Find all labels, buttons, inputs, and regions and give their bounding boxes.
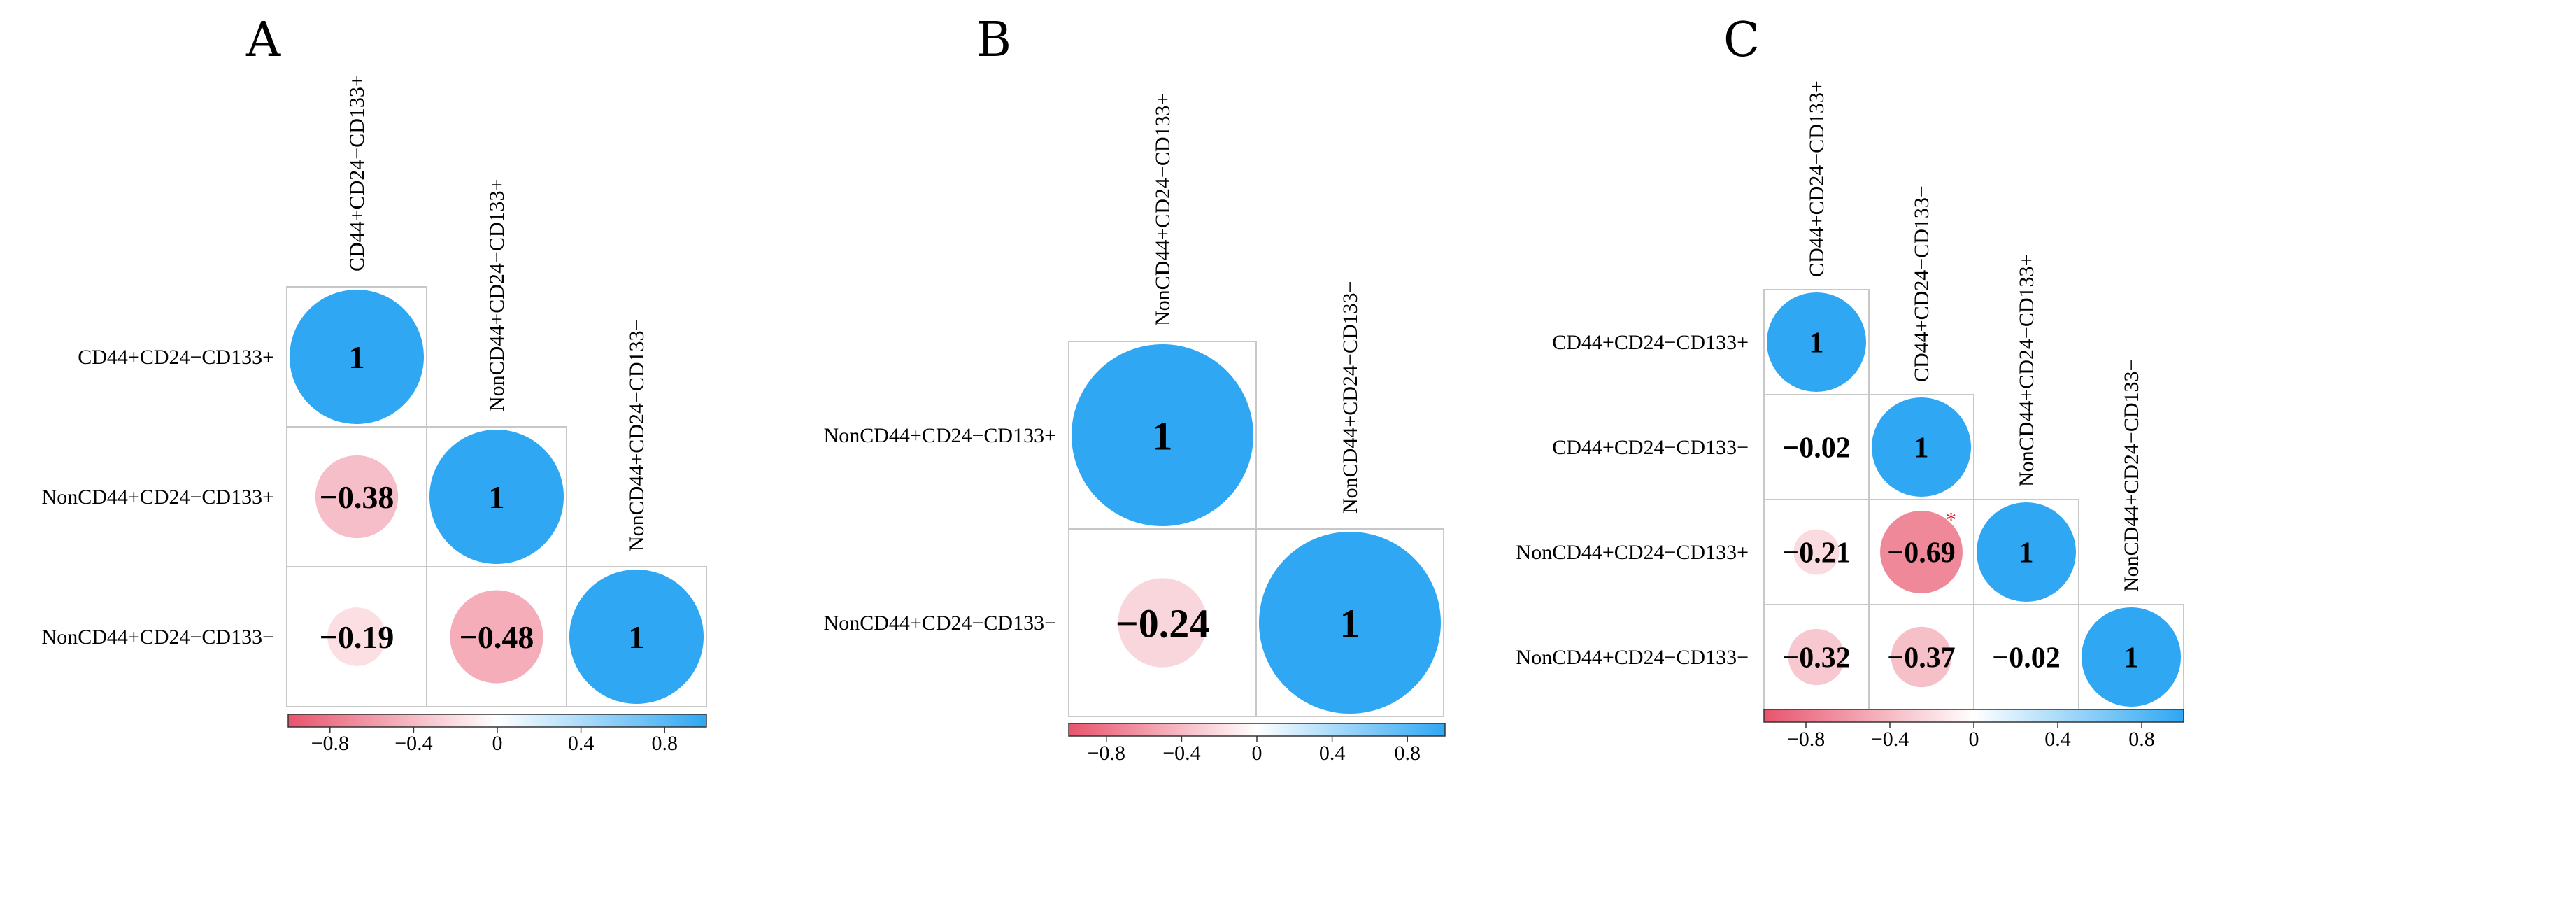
correlation-value: −0.21: [1782, 537, 1850, 570]
correlation-circle: [2082, 607, 2181, 707]
row-label: NonCD44+CD24−CD133+: [42, 486, 274, 509]
correlation-value: −0.48: [460, 619, 534, 655]
column-label: NonCD44+CD24−CD133+: [2015, 255, 2038, 487]
correlation-value: −0.24: [1116, 600, 1210, 646]
colorbar-tick-label: 0.4: [568, 732, 595, 755]
matrix-cell: [1255, 528, 1444, 717]
correlation-circle: [327, 607, 386, 666]
correlation-value: 1: [1153, 413, 1173, 458]
column-label: NonCD44+CD24−CD133−: [625, 319, 648, 551]
row-label: CD44+CD24−CD133−: [1552, 436, 1749, 459]
correlation-circle: [290, 290, 424, 424]
panel-letter: A: [245, 13, 281, 68]
matrix-cell: [566, 566, 707, 707]
colorbar-tick-label: −0.4: [1162, 742, 1200, 765]
row-label: CD44+CD24−CD133+: [78, 346, 274, 369]
colorbar-tick-label: −0.8: [1787, 728, 1825, 751]
colorbar-tick-label: −0.8: [311, 732, 349, 755]
column-label: NonCD44+CD24−CD133−: [1339, 281, 1362, 514]
colorbar-tick-label: 0: [492, 732, 503, 755]
colorbar-tick-label: 0.8: [2128, 728, 2155, 751]
colorbar-tick-label: 0.4: [2044, 728, 2071, 751]
column-label: NonCD44+CD24−CD133+: [485, 179, 508, 411]
row-label: NonCD44+CD24−CD133−: [42, 626, 274, 649]
row-label: NonCD44+CD24−CD133+: [1516, 541, 1749, 564]
colorbar-tick-label: 0: [1969, 728, 1979, 751]
row-label: NonCD44+CD24−CD133+: [824, 424, 1056, 447]
correlation-circle: [1118, 578, 1207, 668]
row-label: CD44+CD24−CD133+: [1552, 331, 1749, 354]
correlation-value: 1: [1914, 432, 1929, 465]
correlation-value: 1: [2019, 537, 2034, 570]
column-label: CD44+CD24−CD133+: [346, 75, 369, 271]
correlation-circle: [450, 590, 543, 684]
correlation-circle: [1880, 511, 1963, 593]
correlation-circle: [569, 570, 704, 704]
panel-c: CCD44+CD24−CD133+CD44+CD24−CD133+1CD44+C…: [1516, 13, 2184, 751]
correlation-value: 1: [1340, 600, 1360, 646]
colorbar-tick-label: 0.8: [651, 732, 678, 755]
correlation-circle: [315, 455, 399, 539]
colorbar: [288, 714, 706, 727]
correlation-value: −0.02: [1782, 432, 1850, 465]
colorbar-tick-label: 0.4: [1319, 742, 1346, 765]
correlation-value: −0.38: [320, 479, 394, 515]
correlation-value: 1: [489, 479, 505, 515]
correlation-value: 1: [1809, 327, 1824, 360]
column-label: NonCD44+CD24−CD133+: [1151, 94, 1174, 326]
correlation-circle: [1072, 344, 1253, 526]
correlation-value: 1: [349, 339, 365, 375]
correlation-value: −0.69: [1887, 537, 1955, 570]
correlation-value: −0.02: [1992, 642, 2060, 675]
correlation-circle: [429, 430, 564, 564]
correlation-circle: [1767, 292, 1866, 392]
correlation-value: −0.19: [320, 619, 394, 655]
correlation-value: −0.32: [1782, 642, 1850, 675]
colorbar-tick-label: −0.8: [1088, 742, 1125, 765]
column-label: CD44+CD24−CD133−: [1910, 185, 1933, 382]
significance-asterisk: *: [1946, 508, 1956, 531]
correlation-value: −0.37: [1887, 642, 1955, 675]
correlation-circle: [1891, 626, 1952, 688]
colorbar-tick-label: 0: [1252, 742, 1262, 765]
correlation-value: 1: [2124, 642, 2139, 675]
correlation-circle: [2019, 649, 2034, 665]
column-label: NonCD44+CD24−CD133−: [2120, 360, 2143, 592]
correlation-circle: [1788, 628, 1845, 686]
colorbar-tick-label: 0.8: [1394, 742, 1421, 765]
column-label: CD44+CD24−CD133+: [1805, 80, 1828, 277]
row-label: NonCD44+CD24−CD133−: [824, 612, 1056, 635]
correlation-circle: [1872, 397, 1971, 497]
correlation-circle: [1977, 502, 2076, 602]
correlation-circle: [1809, 439, 1824, 455]
colorbar: [1069, 723, 1445, 736]
panel-b: B NonCD44+CD24−CD133+ NonCD44+CD24−CD133+ 1…: [824, 13, 1446, 765]
row-label: NonCD44+CD24−CD133−: [1516, 646, 1749, 669]
colorbar: [1764, 709, 2184, 722]
panel-a: ACD44+CD24−CD133+CD44+CD24−CD133+1NonCD4…: [42, 13, 707, 755]
panel-letter: B: [976, 13, 1011, 68]
correlation-circle: [1259, 532, 1441, 714]
correlation-value: 1: [629, 619, 645, 655]
correlation-circle: [1793, 529, 1840, 575]
colorbar-tick-label: −0.4: [394, 732, 432, 755]
colorbar-tick-label: −0.4: [1871, 728, 1909, 751]
panel-letter: C: [1723, 13, 1760, 68]
